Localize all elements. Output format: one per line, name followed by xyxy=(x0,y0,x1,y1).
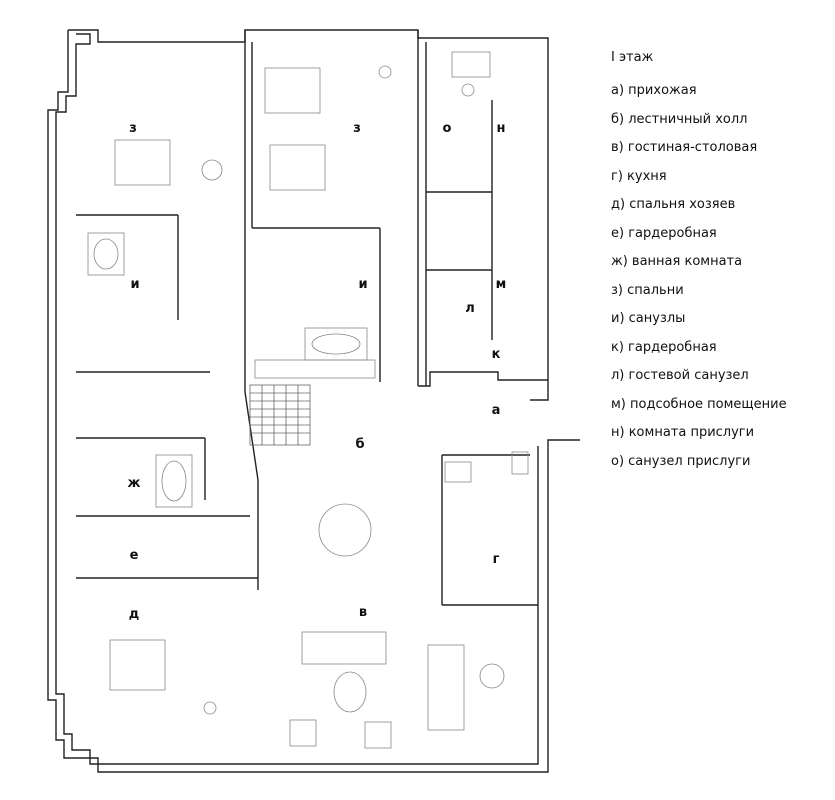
room-label: з xyxy=(129,121,137,136)
outer-walls xyxy=(47,29,580,773)
legend-item: л) гостевой санузел xyxy=(611,368,749,383)
legend-list: а) прихожая б) лестничный холл в) гостин… xyxy=(611,77,831,476)
room-label: г xyxy=(493,552,500,567)
room-label: и xyxy=(358,277,367,292)
legend-item: о) санузел прислуги xyxy=(611,453,751,469)
room-label: д xyxy=(129,607,140,622)
room-label: и xyxy=(130,277,139,292)
staircase xyxy=(249,384,311,446)
legend-item: к) гардеробная xyxy=(611,339,717,355)
legend-item: г) кухня xyxy=(611,168,667,184)
room-label: ж xyxy=(128,476,141,491)
legend-item: б) лестничный холл xyxy=(611,111,748,127)
furniture xyxy=(87,51,529,749)
room-label: н xyxy=(497,121,506,136)
legend: I этаж а) прихожая б) лестничный холл в)… xyxy=(611,48,831,476)
room-label: б xyxy=(355,437,364,452)
room-label: о xyxy=(443,121,452,136)
room-label: м xyxy=(496,277,507,292)
interior-walls xyxy=(76,30,538,606)
floor-plan: з з о н и и м л к а б ж е г д в xyxy=(47,29,580,773)
room-label: к xyxy=(492,347,501,362)
room-labels: з з о н и и м л к а б ж е г д в xyxy=(128,121,507,622)
room-label: з xyxy=(353,121,361,136)
room-label: е xyxy=(130,548,139,563)
legend-item: м) подсобное помещение xyxy=(611,396,787,412)
legend-item: з) спальни xyxy=(611,282,684,298)
legend-title: I этаж xyxy=(611,50,654,65)
legend-item: и) санузлы xyxy=(611,311,686,326)
legend-item: е) гардеробная xyxy=(611,225,717,241)
legend-item: в) гостиная-столовая xyxy=(611,140,758,155)
room-label: л xyxy=(465,301,475,316)
room-label: в xyxy=(359,605,367,620)
legend-item: д) спальня хозяев xyxy=(611,197,736,212)
room-label: а xyxy=(492,403,501,418)
legend-item: а) прихожая xyxy=(611,83,697,98)
legend-item: н) комната прислуги xyxy=(611,425,755,440)
legend-item: ж) ванная комната xyxy=(611,254,743,269)
